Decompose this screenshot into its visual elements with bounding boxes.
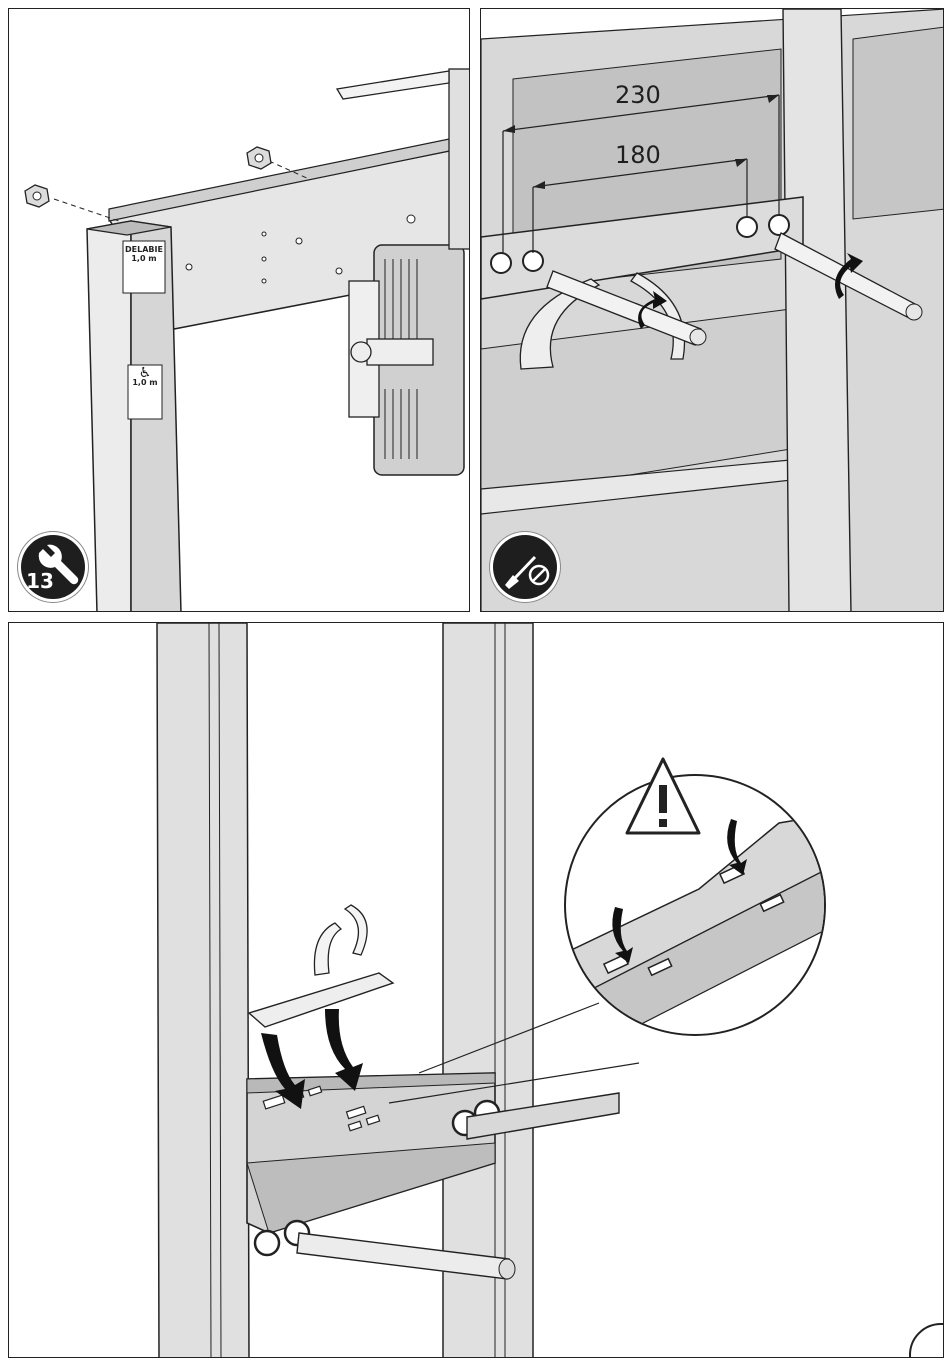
step-number: 13 xyxy=(23,569,57,593)
dimension-180-label: 180 xyxy=(615,141,661,169)
vertical-post xyxy=(783,9,851,612)
screwdriver-icon xyxy=(493,535,557,599)
sticker-brand: DELABIE xyxy=(123,245,165,254)
left-post xyxy=(157,623,249,1358)
nut-right-icon xyxy=(247,147,271,169)
rod-spacing-drawing xyxy=(481,9,944,612)
accessibility-sticker-text: ♿ 1,0 m xyxy=(128,369,162,387)
nut-left-icon xyxy=(25,185,49,207)
detail-zoom-circle xyxy=(565,775,839,1063)
step-badge: 13 xyxy=(21,535,85,599)
step-13-panel: 13 DELABIE 1,0 m ♿ 1,0 m xyxy=(8,8,470,612)
tool-badge xyxy=(493,535,557,599)
clip-install-panel xyxy=(8,622,944,1358)
dimension-230-label: 230 xyxy=(615,81,661,109)
sticker-height-bottom: 1,0 m xyxy=(128,378,162,387)
right-post xyxy=(443,623,533,1358)
frame-assembly-drawing xyxy=(9,9,470,612)
clip-install-drawing xyxy=(9,623,944,1358)
sticker-brand-text: DELABIE 1,0 m xyxy=(123,245,165,263)
sticker-height-top: 1,0 m xyxy=(123,254,165,263)
wheelchair-icon: ♿ xyxy=(128,369,162,378)
rod-spacing-panel: 230 180 xyxy=(480,8,944,612)
mounting-clip xyxy=(249,905,393,1027)
